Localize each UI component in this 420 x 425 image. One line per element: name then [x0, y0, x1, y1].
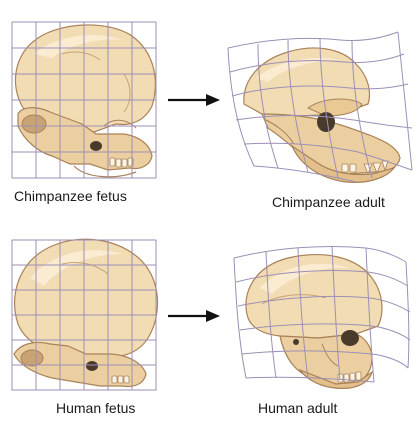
- chimp-fetus-caption: Chimpanzee fetus: [14, 188, 127, 204]
- human-arrow-icon: [168, 310, 220, 322]
- human-fetus-caption: Human fetus: [56, 400, 136, 416]
- chimp-adult-panel: [222, 18, 418, 188]
- human-adult-skull: [245, 254, 383, 389]
- chimp-adult-skull: [243, 47, 401, 183]
- human-adult-skull-illustration: [233, 245, 411, 389]
- chimp-adult-grid: [227, 31, 413, 183]
- human-adult-caption: Human adult: [258, 400, 338, 416]
- chimp-fetus-panel: [4, 14, 164, 184]
- chimp-adult-skull-illustration: [227, 31, 413, 183]
- human-fetus-skull-illustration: [11, 238, 158, 391]
- chimp-fetus-skull-illustration: [11, 21, 157, 179]
- chimp-arrow-icon: [168, 94, 220, 106]
- human-fetus-panel: [4, 234, 164, 396]
- human-adult-panel: [226, 238, 416, 394]
- chimp-fetus-grid: [11, 21, 157, 179]
- human-fetus-skull: [13, 238, 158, 388]
- human-adult-grid: [233, 245, 411, 383]
- chimp-adult-caption: Chimpanzee adult: [272, 194, 385, 210]
- human-fetus-grid: [11, 239, 157, 391]
